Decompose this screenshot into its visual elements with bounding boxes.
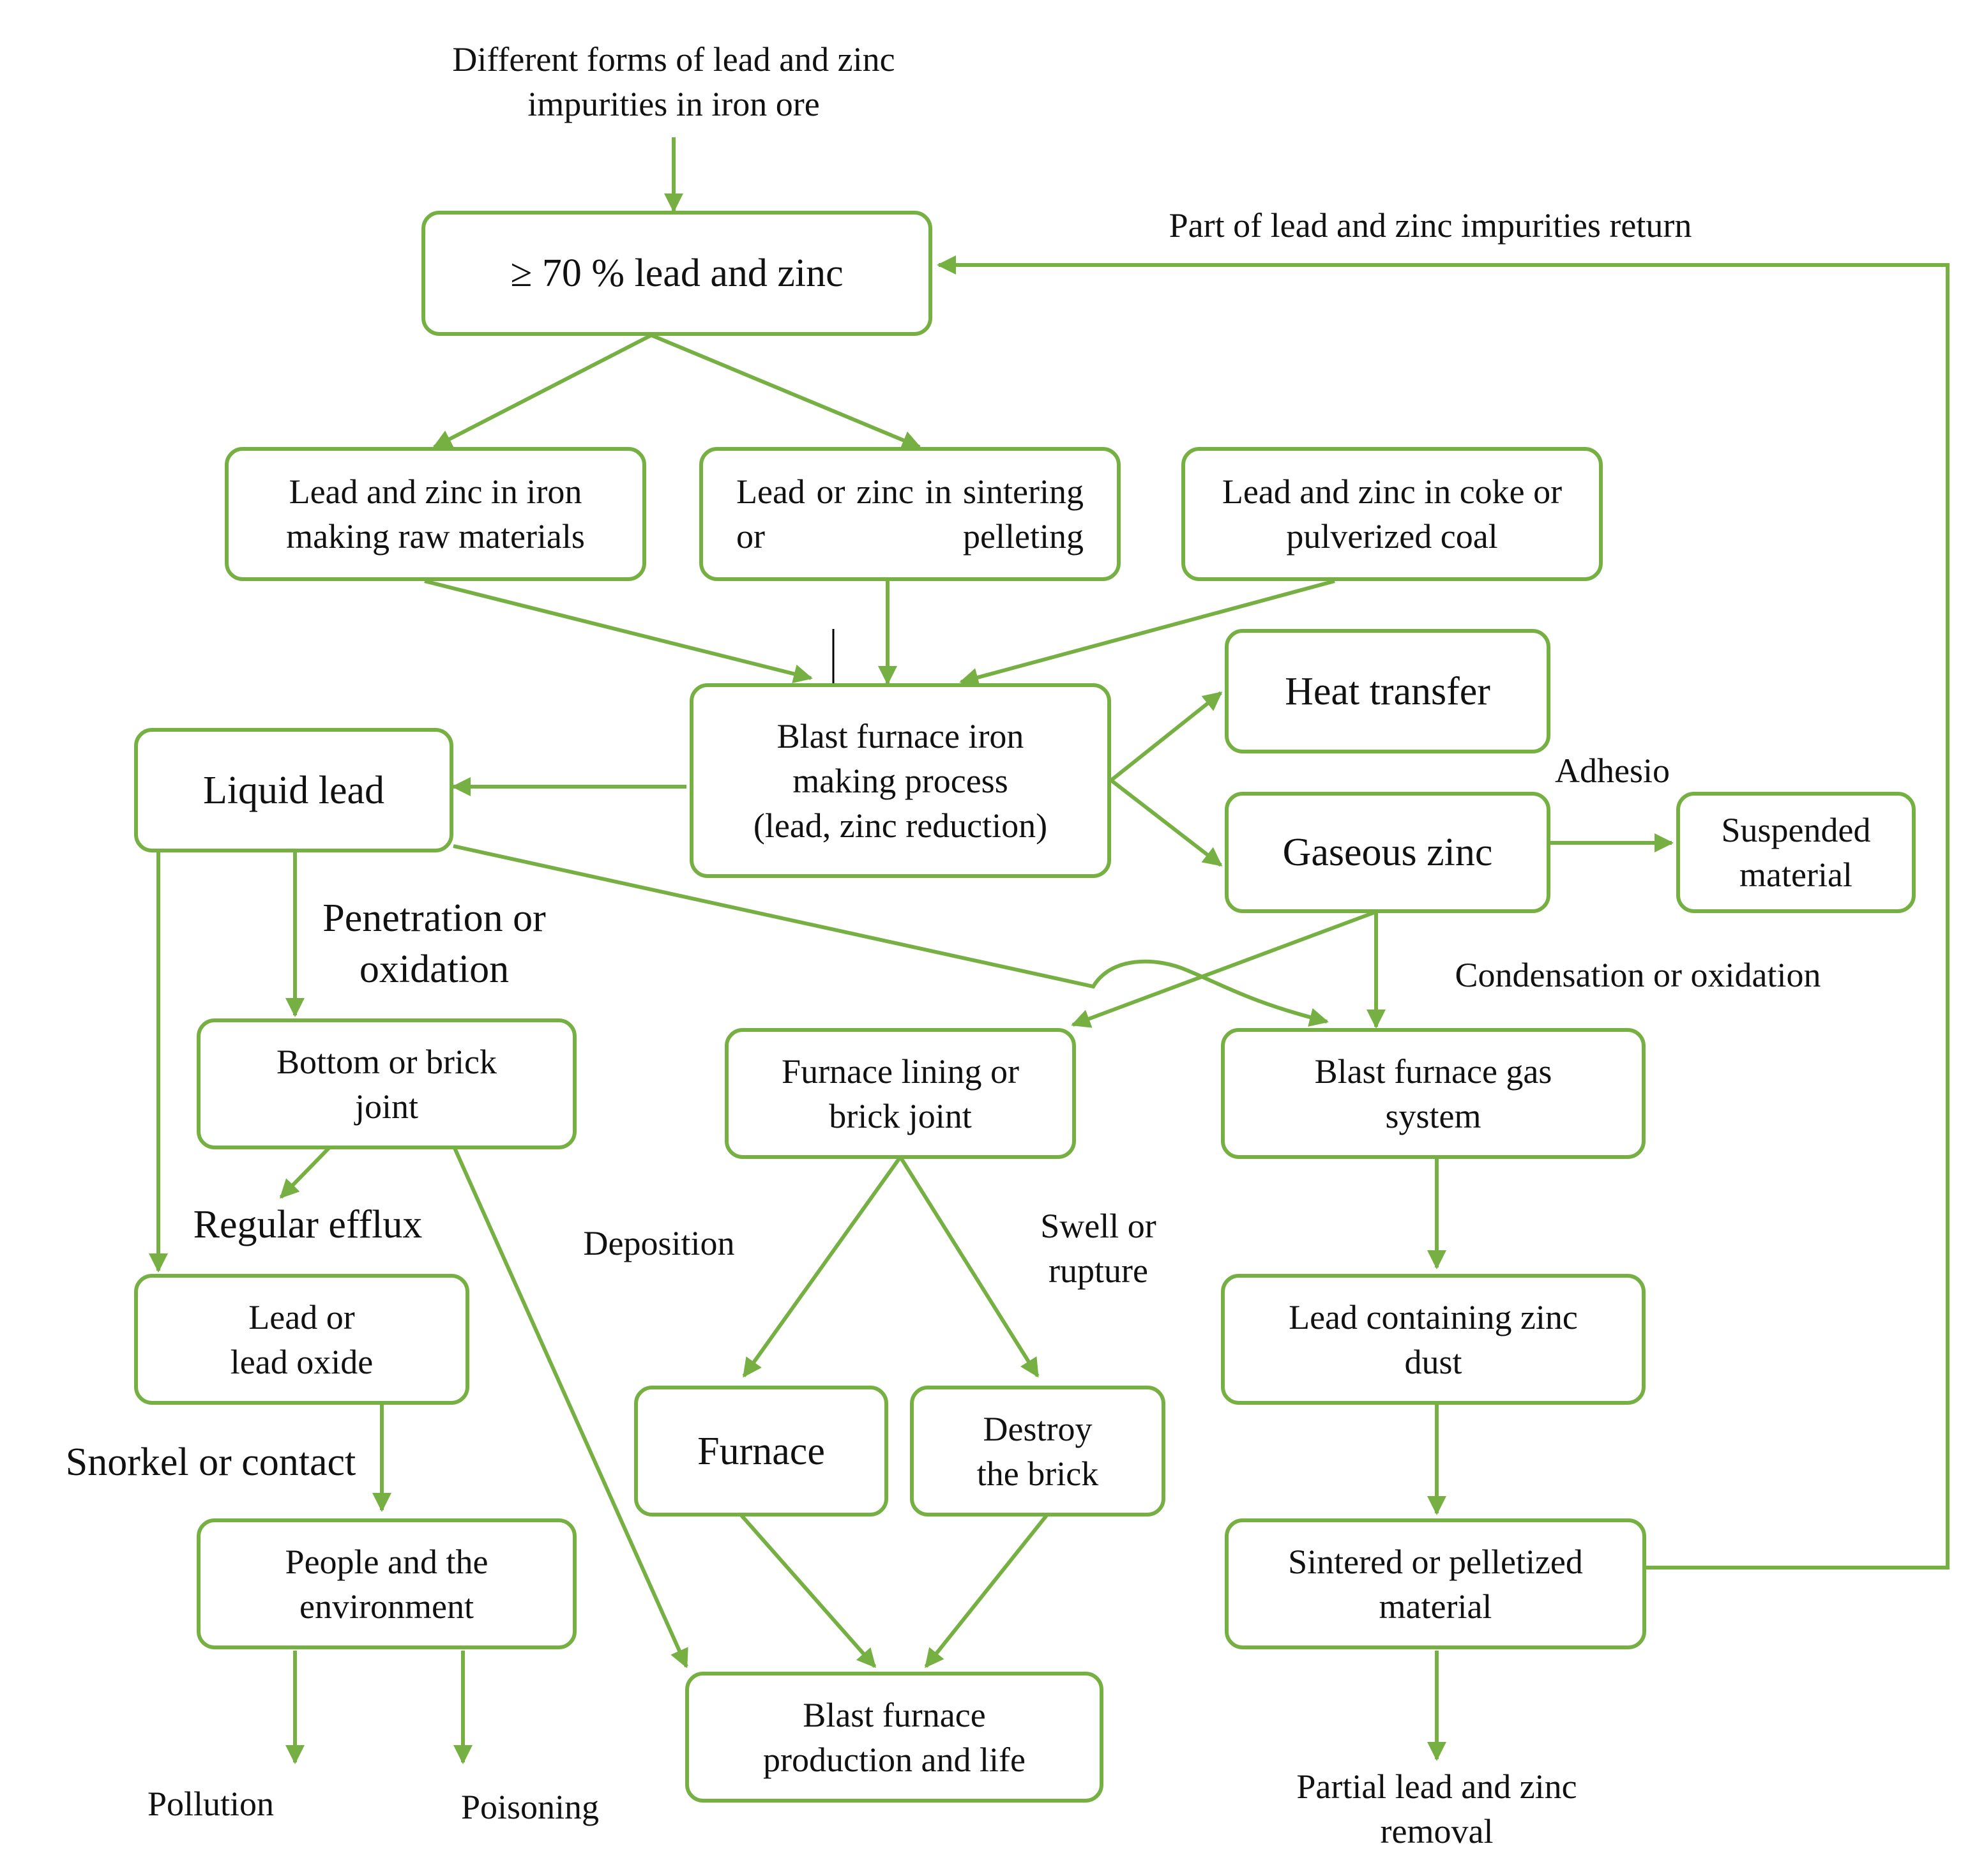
arrow-furnace-to-production bbox=[739, 1513, 877, 1668]
box-people-environment: People and the environment bbox=[197, 1518, 577, 1649]
label-swell-rupture: Swell or rupture bbox=[1040, 1207, 1156, 1290]
box-lead-oxide: Lead or lead oxide bbox=[134, 1274, 469, 1405]
arrow-pct70-to-sinter bbox=[650, 333, 921, 450]
arrow-destroy-to-production bbox=[924, 1513, 1049, 1668]
arrow-pct70-to-raw bbox=[432, 333, 653, 449]
top-label: Different forms of lead and zinc impurit… bbox=[452, 40, 895, 123]
arrow-lining-to-destroy bbox=[898, 1156, 1040, 1378]
box-70-percent: ≥ 70 % lead and zinc bbox=[421, 211, 932, 336]
box-sintered-material: Sintered or pelletized material bbox=[1225, 1518, 1646, 1649]
box-coke-coal: Lead and zinc in coke or pulverized coal bbox=[1181, 447, 1603, 581]
arrow-bf-to-heat bbox=[1110, 691, 1223, 782]
box-blast-furnace-process: Blast furnace iron making process (lead,… bbox=[690, 683, 1111, 878]
box-sintering-pelleting: Lead or zinc in sintering or pelleting bbox=[699, 447, 1121, 581]
box-bottom-brick-joint: Bottom or brick joint bbox=[197, 1018, 577, 1149]
box-liquid-lead: Liquid lead bbox=[134, 728, 453, 852]
arrow-bottom-to-regular bbox=[279, 1146, 331, 1199]
box-heat-transfer: Heat transfer bbox=[1225, 629, 1550, 753]
label-adhesio: Adhesio bbox=[1555, 752, 1670, 790]
box-production-life: Blast furnace production and life bbox=[685, 1672, 1103, 1803]
arrow-gas-zinc-to-lining bbox=[1071, 910, 1377, 1028]
label-partial-removal: Partial lead and zinc removal bbox=[1296, 1767, 1577, 1850]
arrow-lining-to-furnace bbox=[742, 1156, 902, 1378]
box-suspended-material: Suspended material bbox=[1676, 792, 1916, 913]
arrow-return-loop bbox=[937, 255, 1950, 1570]
label-regular-efflux: Regular efflux bbox=[193, 1203, 423, 1246]
label-penetration: Penetration or oxidation bbox=[322, 896, 546, 991]
box-furnace-lining: Furnace lining or brick joint bbox=[725, 1028, 1076, 1159]
box-gas-system: Blast furnace gas system bbox=[1221, 1028, 1646, 1159]
box-furnace: Furnace bbox=[634, 1386, 888, 1517]
arrow-raw-to-bf bbox=[424, 579, 813, 683]
box-gaseous-zinc: Gaseous zinc bbox=[1225, 792, 1550, 913]
arrow-liquid-lead-to-gas-system bbox=[453, 844, 1329, 1027]
box-zinc-dust: Lead containing zinc dust bbox=[1221, 1274, 1646, 1405]
arrow-bf-to-gas-zinc bbox=[1110, 778, 1223, 867]
box-raw-materials: Lead and zinc in iron making raw materia… bbox=[225, 447, 646, 581]
label-deposition: Deposition bbox=[583, 1224, 735, 1262]
box-destroy-brick: Destroy the brick bbox=[910, 1386, 1165, 1517]
arrow-bottom-to-production bbox=[453, 1147, 688, 1668]
label-snorkel-contact: Snorkel or contact bbox=[65, 1441, 356, 1484]
label-return: Part of lead and zinc impurities return bbox=[1169, 206, 1692, 245]
label-poisoning: Poisoning bbox=[460, 1788, 600, 1826]
arrow-coke-to-bf bbox=[959, 579, 1335, 687]
label-pollution: Pollution bbox=[147, 1785, 275, 1823]
label-condensation: Condensation or oxidation bbox=[1455, 956, 1821, 994]
